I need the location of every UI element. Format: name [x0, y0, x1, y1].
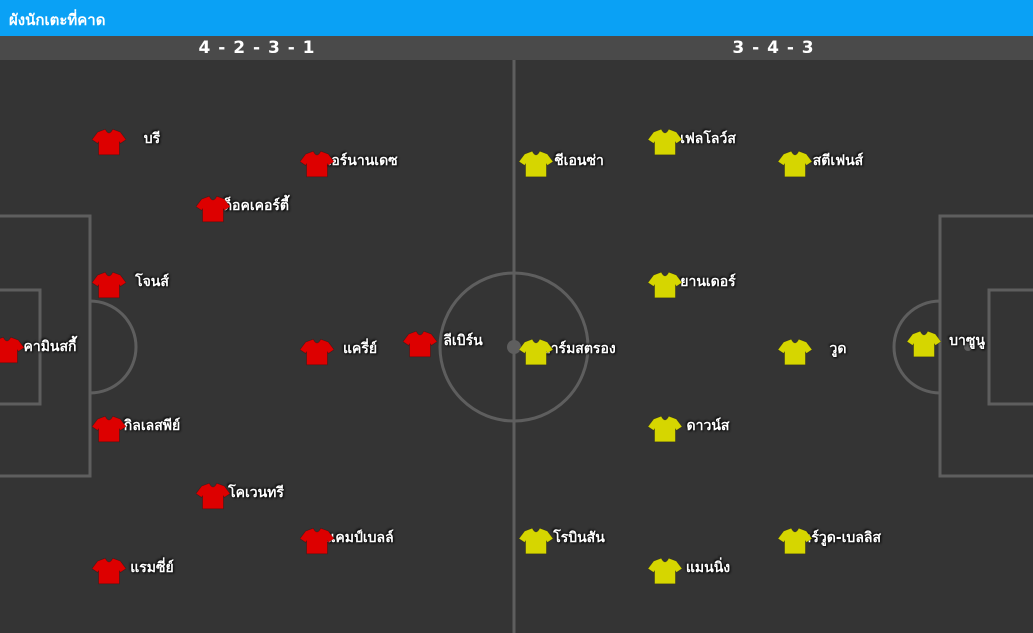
- player-name: คามินสกี้: [23, 339, 77, 355]
- home-player: แคมป์เบลล์: [300, 527, 420, 555]
- shirt-icon: [300, 338, 334, 366]
- player-name: สตีเฟนส์: [812, 153, 864, 169]
- away-player: สตีเฟนส์: [778, 150, 898, 178]
- away-player: เฟลโลว์ส: [648, 128, 768, 156]
- shirt-icon: [92, 415, 126, 443]
- away-player: แมนนิ่ง: [648, 557, 768, 585]
- left-penalty-box: [0, 214, 92, 478]
- player-name: แรมซี่ย์: [130, 560, 174, 576]
- player-name: ชีเอนซ่า: [554, 153, 604, 169]
- header-bar: ผังนักเตะที่คาด: [0, 0, 1033, 36]
- player-name: อาร์มสตรอง: [542, 341, 616, 357]
- shirt-icon: [648, 128, 682, 156]
- player-name: ดาวน์ส: [686, 418, 730, 434]
- header-title: ผังนักเตะที่คาด: [9, 11, 106, 29]
- right-penalty-box: [938, 214, 1033, 478]
- home-player: ลีเบิร์น: [403, 330, 523, 358]
- player-name: แอร์นานเดซ: [322, 153, 398, 169]
- shirt-icon: [648, 557, 682, 585]
- center-circle: [438, 271, 590, 423]
- right-goal-box: [987, 288, 1033, 406]
- player-name: แมนนิ่ง: [685, 560, 731, 576]
- shirt-icon: [519, 338, 553, 366]
- formation-bar: 4 - 2 - 3 - 1 3 - 4 - 3: [0, 36, 1033, 60]
- home-player: แครี่ย์: [300, 338, 420, 366]
- player-name: โจนส์: [135, 274, 169, 290]
- home-player: แอร์นานเดซ: [300, 150, 420, 178]
- shirt-icon: [92, 557, 126, 585]
- home-player: บรี: [92, 128, 212, 156]
- away-player: ดาวน์ส: [648, 415, 768, 443]
- pitch-markings: [0, 60, 1033, 633]
- home-player: โจนส์: [92, 271, 212, 299]
- shirt-icon: [300, 150, 334, 178]
- left-goal-box: [0, 288, 42, 406]
- player-name: ด็อคเคอร์ตี้: [222, 198, 290, 214]
- shirt-icon: [778, 338, 812, 366]
- shirt-icon: [403, 330, 437, 358]
- home-player: แรมซี่ย์: [92, 557, 212, 585]
- shirt-icon: [196, 195, 230, 223]
- player-name: ฮาร์วูด-เบลลิส: [794, 530, 882, 546]
- player-name: บาซูนู: [949, 333, 985, 349]
- shirt-icon: [778, 527, 812, 555]
- right-penalty-arc: [892, 299, 941, 395]
- player-name: ลีเบิร์น: [443, 333, 483, 349]
- home-player: คามินสกี้: [0, 336, 110, 364]
- shirt-icon: [92, 128, 126, 156]
- shirt-icon: [196, 482, 230, 510]
- shirt-icon: [648, 415, 682, 443]
- player-name: โคเวนทรี: [228, 485, 284, 501]
- player-name: โรบินสัน: [553, 530, 605, 546]
- shirt-icon: [92, 271, 126, 299]
- home-player: โคเวนทรี: [196, 482, 316, 510]
- player-name: แครี่ย์: [342, 341, 378, 357]
- player-name: ยานเดอร์: [680, 274, 736, 290]
- away-player: วูด: [778, 338, 898, 366]
- player-name: แคมป์เบลล์: [326, 530, 394, 546]
- player-name: เฟลโลว์ส: [680, 131, 736, 147]
- away-player: บาซูนู: [907, 330, 1027, 358]
- center-spot: [507, 340, 521, 354]
- player-name: บรี: [143, 131, 161, 147]
- away-player: โรบินสัน: [519, 527, 639, 555]
- player-name: วูด: [829, 341, 847, 357]
- pitch: บรีแอร์นานเดซด็อคเคอร์ตี้โจนส์คามินสกี้แ…: [0, 60, 1033, 633]
- shirt-icon: [778, 150, 812, 178]
- home-player: กิลเลสพีย์: [92, 415, 212, 443]
- shirt-icon: [907, 330, 941, 358]
- player-name: กิลเลสพีย์: [123, 418, 181, 434]
- right-penalty-spot: [964, 343, 972, 351]
- left-penalty-arc: [89, 299, 138, 395]
- away-player: ฮาร์วูด-เบลลิส: [778, 527, 898, 555]
- away-player: ชีเอนซ่า: [519, 150, 639, 178]
- away-player: ยานเดอร์: [648, 271, 768, 299]
- away-formation: 3 - 4 - 3: [732, 38, 815, 58]
- shirt-icon: [519, 527, 553, 555]
- shirt-icon: [519, 150, 553, 178]
- home-player: ด็อคเคอร์ตี้: [196, 195, 316, 223]
- away-player: อาร์มสตรอง: [519, 338, 639, 366]
- shirt-icon: [0, 336, 24, 364]
- shirt-icon: [300, 527, 334, 555]
- left-penalty-spot: [60, 343, 68, 351]
- shirt-icon: [648, 271, 682, 299]
- home-formation: 4 - 2 - 3 - 1: [198, 38, 316, 58]
